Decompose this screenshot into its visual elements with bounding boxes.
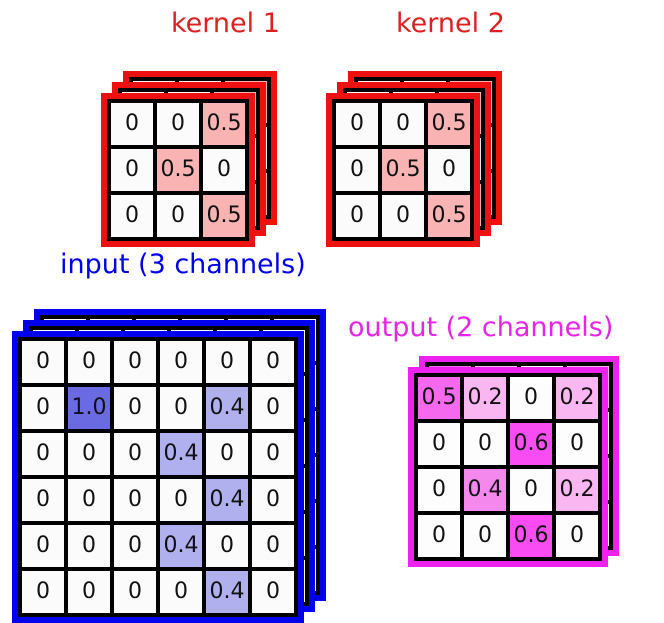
cell-r2-c2: 0 [114,433,156,475]
cell-r0-c4: 0 [206,341,248,383]
cell-r1-c1: 0.5 [382,149,424,191]
cell-r1-c4: 0.4 [206,387,248,429]
cell-r1-c5: 0 [252,387,294,429]
cell-r0-c1: 0 [382,103,424,145]
cell-r0-c3: 0 [160,341,202,383]
kernel-2-title: kernel 2 [396,8,505,39]
cell-r1-c0: 0 [418,423,460,465]
cell-r1-c0: 0 [111,149,153,191]
cell-r3-c2: 0 [114,479,156,521]
cell-r0-c2: 0 [114,341,156,383]
cell-r2-c0: 0 [22,433,64,475]
cell-r0-c2: 0 [510,377,552,419]
cell-r1-c1: 0.5 [157,149,199,191]
cell-r0-c1: 0.2 [464,377,506,419]
cell-r1-c2: 0.6 [510,423,552,465]
cell-r0-c2: 0.5 [428,103,470,145]
cell-r3-c3: 0 [556,515,598,557]
cell-r3-c1: 0 [464,515,506,557]
cell-r3-c1: 0 [68,479,110,521]
cell-r1-c2: 0 [203,149,245,191]
cell-r0-c0: 0 [22,341,64,383]
kernel-2-stack: 000.500.50000.5000.500.50000.5000.500.50… [326,71,502,247]
output-stack: 0.50.200.2000.6000.400.2000.600.50.200.2… [408,356,619,567]
cell-r1-c2: 0 [428,149,470,191]
cell-r4-c5: 0 [252,525,294,567]
cell-r2-c4: 0 [206,433,248,475]
cell-r0-c1: 0 [157,103,199,145]
kernel-1-title: kernel 1 [171,8,280,39]
cell-r4-c1: 0 [68,525,110,567]
cell-r1-c3: 0 [556,423,598,465]
cell-r1-c0: 0 [336,149,378,191]
cell-r2-c3: 0.4 [160,433,202,475]
cell-r2-c3: 0.2 [556,469,598,511]
cell-r3-c4: 0.4 [206,479,248,521]
cell-r1-c1: 1.0 [68,387,110,429]
cell-r2-c0: 0 [336,195,378,237]
cell-r5-c2: 0 [114,571,156,613]
cell-r4-c2: 0 [114,525,156,567]
cell-r5-c4: 0.4 [206,571,248,613]
cell-r2-c1: 0 [68,433,110,475]
cell-r1-c2: 0 [114,387,156,429]
cell-r2-c1: 0.4 [464,469,506,511]
cell-r2-c5: 0 [252,433,294,475]
cell-r2-c1: 0 [382,195,424,237]
cell-r4-c3: 0.4 [160,525,202,567]
cell-r1-c1: 0 [464,423,506,465]
kernel-1-stack: 000.500.50000.5000.500.50000.5000.500.50… [101,71,277,247]
cell-r2-c2: 0 [510,469,552,511]
cell-r0-c0: 0.5 [418,377,460,419]
cell-r3-c0: 0 [418,515,460,557]
cell-r4-c0: 0 [22,525,64,567]
cell-r3-c2: 0.6 [510,515,552,557]
input-title: input (3 channels) [60,249,306,280]
cell-r1-c3: 0 [160,387,202,429]
cell-r3-c0: 0 [22,479,64,521]
cell-r5-c3: 0 [160,571,202,613]
cell-r2-c2: 0.5 [428,195,470,237]
cell-r5-c1: 0 [68,571,110,613]
cell-r4-c4: 0 [206,525,248,567]
cell-r0-c0: 0 [111,103,153,145]
cell-r3-c3: 0 [160,479,202,521]
cell-r2-c2: 0.5 [203,195,245,237]
cell-r5-c5: 0 [252,571,294,613]
cell-r0-c2: 0.5 [203,103,245,145]
cell-r0-c5: 0 [252,341,294,383]
cell-r5-c0: 0 [22,571,64,613]
cell-r0-c0: 0 [336,103,378,145]
cell-r2-c1: 0 [157,195,199,237]
cell-r2-c0: 0 [111,195,153,237]
cell-r3-c5: 0 [252,479,294,521]
cell-r2-c0: 0 [418,469,460,511]
cell-r1-c0: 0 [22,387,64,429]
cell-r0-c3: 0.2 [556,377,598,419]
cell-r0-c1: 0 [68,341,110,383]
output-title: output (2 channels) [348,312,614,343]
